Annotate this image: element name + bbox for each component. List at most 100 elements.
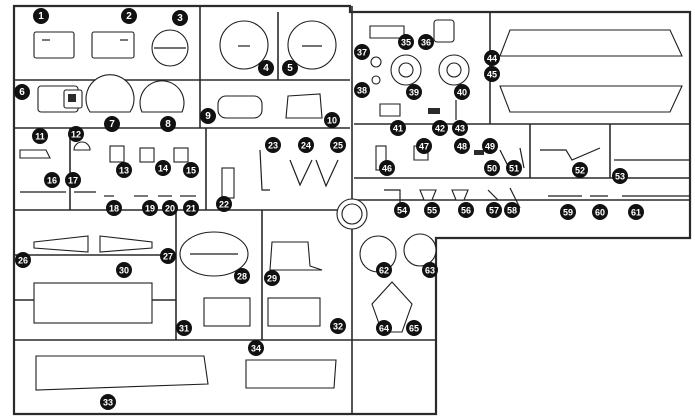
part-marker: 34: [248, 340, 264, 356]
part-marker-dot: [484, 50, 500, 66]
part-number: 61: [631, 208, 641, 218]
part-number: 50: [487, 164, 497, 174]
part-marker-dot: [282, 60, 298, 76]
part-number: 45: [487, 70, 497, 80]
part-marker: 4: [258, 60, 274, 76]
part-number: 59: [563, 208, 573, 218]
part-number: 23: [268, 141, 278, 151]
part-marker-dot: [32, 128, 48, 144]
part-number: 55: [427, 206, 437, 216]
part-marker-dot: [454, 138, 470, 154]
part-marker: 39: [406, 84, 422, 100]
part-number: 9: [205, 111, 211, 122]
part-marker: 50: [484, 160, 500, 176]
part-number: 26: [18, 256, 28, 266]
part-number: 54: [397, 206, 407, 216]
part-marker: 1: [33, 8, 49, 24]
part-number: 13: [119, 166, 129, 176]
part-number: 49: [485, 142, 495, 152]
part-marker: 52: [572, 162, 588, 178]
part-marker: 5: [282, 60, 298, 76]
part-marker-dot: [183, 200, 199, 216]
part-marker-dot: [248, 340, 264, 356]
part-number: 7: [109, 119, 115, 130]
part-marker-dot: [422, 262, 438, 278]
part-number: 16: [47, 176, 57, 186]
part-marker: 56: [458, 202, 474, 218]
part-marker-dot: [330, 318, 346, 334]
part-marker-dot: [406, 84, 422, 100]
part-marker: 24: [298, 137, 314, 153]
part-marker-dot: [424, 202, 440, 218]
part-marker: 55: [424, 202, 440, 218]
part-marker: 48: [454, 138, 470, 154]
part-marker: 3: [172, 10, 188, 26]
part-marker: 18: [106, 200, 122, 216]
part-number: 52: [575, 166, 585, 176]
part-marker-dot: [234, 268, 250, 284]
part-number: 58: [507, 206, 517, 216]
part-marker-dot: [44, 172, 60, 188]
part-number: 10: [327, 116, 337, 126]
part-marker-dot: [504, 202, 520, 218]
part-number: 48: [457, 142, 467, 152]
part-marker-dot: [160, 116, 176, 132]
part-marker: 49: [482, 138, 498, 154]
part-marker-dot: [394, 202, 410, 218]
part-number: 24: [301, 141, 311, 151]
part-marker-dot: [116, 262, 132, 278]
part-marker-dot: [376, 320, 392, 336]
part-number: 37: [357, 48, 367, 58]
part-number: 46: [382, 164, 392, 174]
part-marker: 19: [142, 200, 158, 216]
part-marker: 8: [160, 116, 176, 132]
part-number: 35: [401, 38, 411, 48]
part-marker: 63: [422, 262, 438, 278]
part-number: 33: [103, 398, 113, 408]
part-marker: 17: [65, 172, 81, 188]
part-marker-dot: [376, 262, 392, 278]
part-number: 2: [126, 11, 132, 22]
part-marker-dot: [572, 162, 588, 178]
part-marker-dot: [298, 137, 314, 153]
part-number: 17: [68, 176, 78, 186]
part-marker-dot: [484, 66, 500, 82]
part-marker-dot: [155, 160, 171, 176]
part-marker: 64: [376, 320, 392, 336]
part-marker-dot: [354, 44, 370, 60]
part-marker-dot: [454, 84, 470, 100]
part-marker-dot: [200, 108, 216, 124]
part-number: 21: [186, 204, 196, 214]
part-number: 40: [457, 88, 467, 98]
part-number: 30: [119, 266, 129, 276]
part-number: 47: [419, 142, 429, 152]
part-marker-dot: [68, 126, 84, 142]
part-marker: 9: [200, 108, 216, 124]
part-marker: 15: [183, 162, 199, 178]
part-marker-dot: [560, 204, 576, 220]
part-marker: 30: [116, 262, 132, 278]
part-marker: 27: [160, 248, 176, 264]
part-marker-dot: [162, 200, 178, 216]
part-marker-dot: [458, 202, 474, 218]
part-marker-dot: [258, 60, 274, 76]
part-number: 44: [487, 54, 497, 64]
part-marker-dot: [330, 137, 346, 153]
part-marker-dot: [100, 394, 116, 410]
part-number: 53: [615, 172, 625, 182]
part-marker-dot: [354, 82, 370, 98]
part-marker-dot: [15, 252, 31, 268]
part-marker: 40: [454, 84, 470, 100]
part-marker: 59: [560, 204, 576, 220]
part-marker-dot: [452, 120, 468, 136]
part-marker-dot: [486, 202, 502, 218]
part-marker: 22: [216, 196, 232, 212]
part-number: 22: [219, 200, 229, 210]
part-number: 18: [109, 204, 119, 214]
part-marker: 33: [100, 394, 116, 410]
part-marker: 21: [183, 200, 199, 216]
part-marker: 16: [44, 172, 60, 188]
part-marker: 31: [176, 320, 192, 336]
